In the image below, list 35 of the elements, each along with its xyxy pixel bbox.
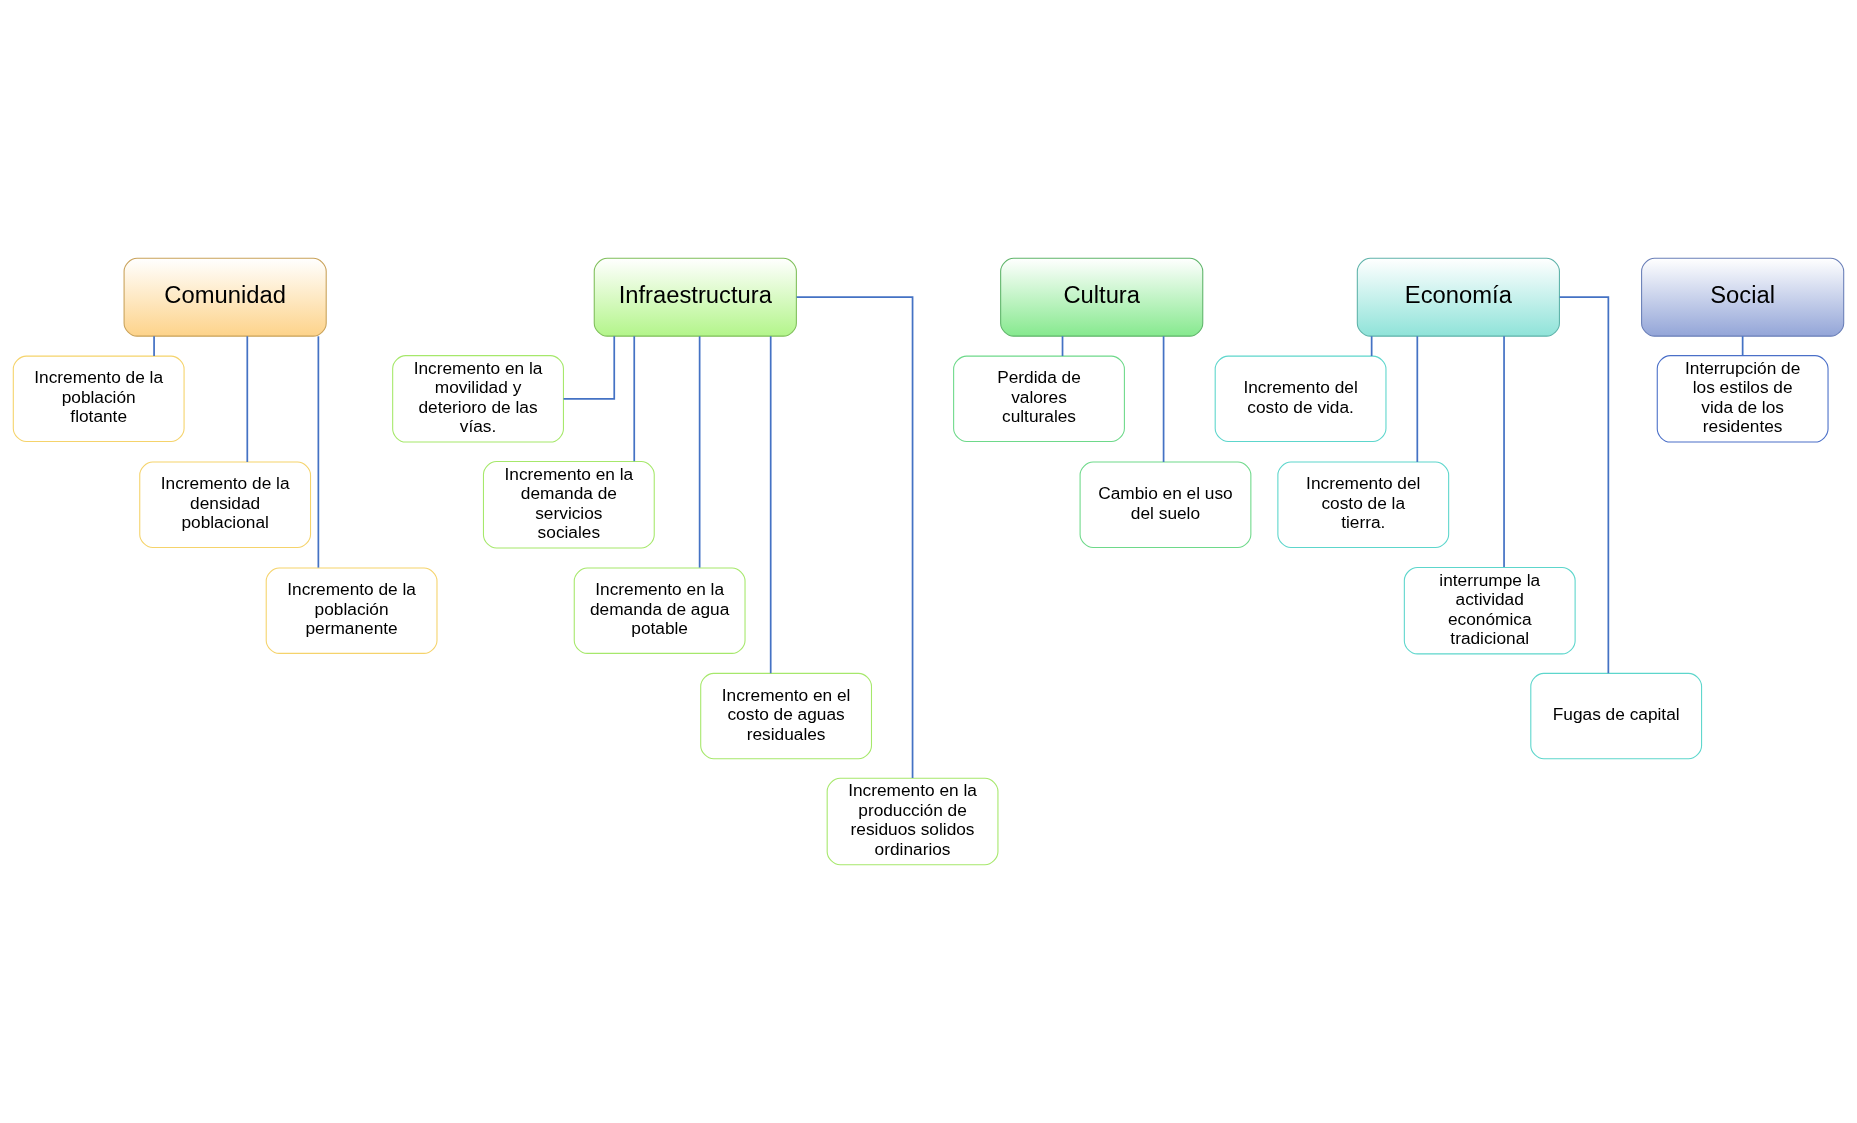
connector xyxy=(317,335,320,569)
connector xyxy=(1061,335,1064,357)
node-box: Incremento de la población permanente xyxy=(265,567,438,654)
node-box: Incremento en la demanda de agua potable xyxy=(573,567,746,654)
node-box: Interrupción de los estilos de vida de los residentes xyxy=(1656,355,1829,443)
node-box: Incremento del costo de vida. xyxy=(1214,355,1387,443)
connector xyxy=(1162,335,1165,463)
connector xyxy=(153,335,155,357)
connector xyxy=(246,335,249,463)
connector xyxy=(1416,335,1419,463)
node-box: Incremento de la densidad poblacional xyxy=(139,461,312,548)
connector xyxy=(633,335,636,463)
connector xyxy=(1503,335,1505,568)
connector xyxy=(1558,296,1610,675)
node-box: interrumpe la actividad económica tradicional xyxy=(1403,566,1576,655)
node-box: Incremento del costo de la tierra. xyxy=(1277,461,1450,548)
node-box: Social xyxy=(1641,257,1845,337)
connector xyxy=(769,335,772,675)
node-box: Incremento de la población flotante xyxy=(12,355,185,443)
connector xyxy=(698,335,701,569)
connector xyxy=(795,296,914,779)
node-box: Cultura xyxy=(1000,257,1204,337)
node-box: Cambio en el uso del suelo xyxy=(1079,461,1252,548)
node-box: Infraestructura xyxy=(593,257,797,337)
node-box: Incremento en el costo de aguas residuales xyxy=(700,672,873,760)
node-box: Incremento en la producción de residuos solidos ordinarios xyxy=(826,777,999,866)
connector xyxy=(1370,335,1373,357)
node-box: Fugas de capital xyxy=(1530,672,1703,760)
node-box: Incremento en la movilidad y deterioro de las vías. xyxy=(392,355,564,443)
node-box: Economía xyxy=(1356,257,1560,337)
connector xyxy=(562,335,616,400)
connector xyxy=(1741,335,1744,357)
node-box: Perdida de valores culturales xyxy=(953,355,1125,443)
node-box: Incremento en la demanda de servicios sociales xyxy=(482,460,655,549)
node-box: Comunidad xyxy=(123,257,327,337)
